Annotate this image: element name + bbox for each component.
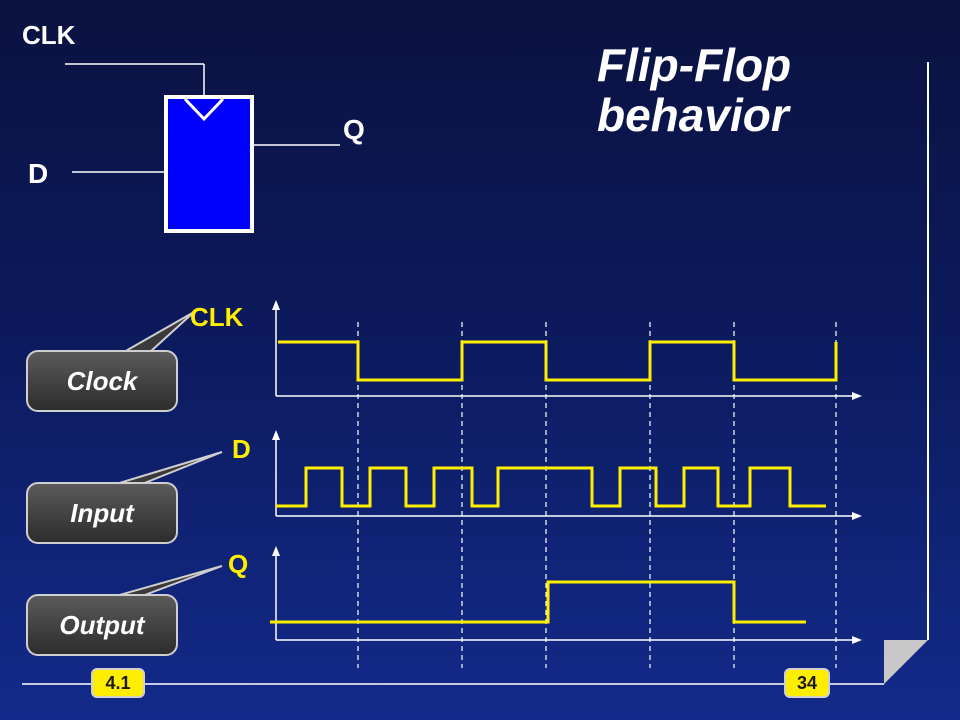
output-callout: Output (26, 594, 178, 656)
timing-d-label: D (232, 434, 251, 464)
page-curl-icon (884, 640, 928, 684)
ff-d-label: D (28, 158, 49, 189)
d-x-arrow-icon (852, 512, 862, 520)
clk-x-arrow-icon (852, 392, 862, 400)
title-line-2: behavior (597, 89, 789, 141)
flipflop-block (164, 95, 254, 233)
output-callout-pointer (115, 565, 223, 597)
ff-q-label: Q (343, 114, 365, 145)
timing-q-label: Q (228, 549, 249, 579)
page-number-badge: 34 (784, 668, 830, 698)
ff-clk-label: CLK (22, 20, 76, 50)
input-callout: Input (26, 482, 178, 544)
clk-waveform (278, 340, 838, 382)
timing-diagram (270, 300, 862, 668)
clk-y-arrow-icon (272, 300, 280, 310)
section-badge: 4.1 (91, 668, 145, 698)
d-y-arrow-icon (272, 430, 280, 440)
q-waveform (270, 580, 806, 624)
clock-callout-pointer (120, 311, 195, 353)
clock-callout: Clock (26, 350, 178, 412)
q-y-arrow-icon (272, 546, 280, 556)
q-x-arrow-icon (852, 636, 862, 644)
slide-title: Flip-Flop behavior (597, 40, 791, 140)
title-line-1: Flip-Flop (597, 39, 792, 91)
input-callout-pointer (115, 451, 223, 485)
clock-triangle-icon (183, 97, 225, 122)
d-waveform (276, 466, 826, 508)
timing-clk-label: CLK (190, 302, 244, 332)
